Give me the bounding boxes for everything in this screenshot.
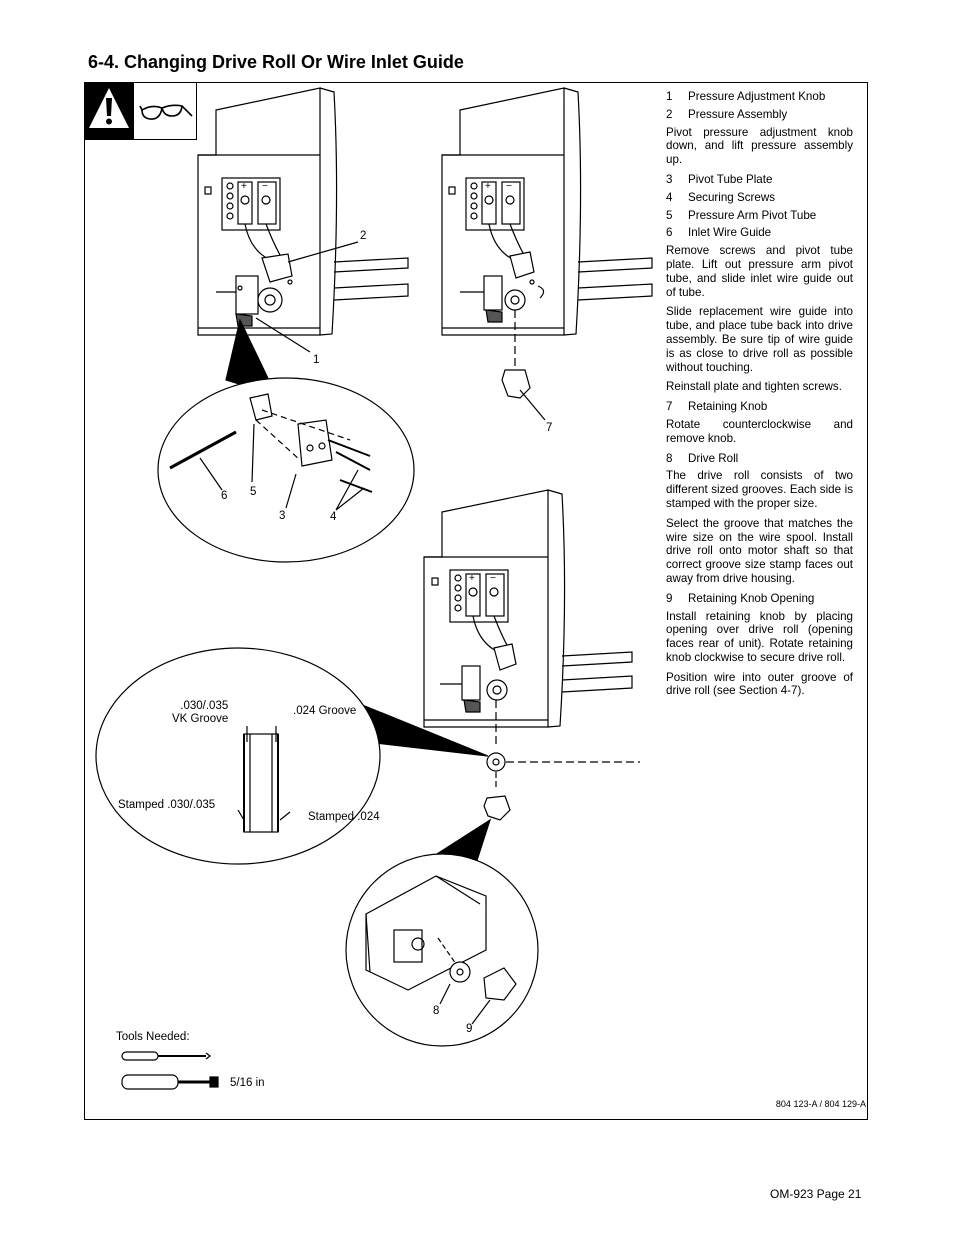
drawing-reference: 804 123-A / 804 129-A [775,1099,866,1109]
instruction-paragraph: Pivot pressure adjustment knob down, and… [666,125,853,167]
instruction-paragraph: Install retaining knob by placing openin… [666,609,853,664]
screwdriver-icon [121,1051,211,1061]
page-footer: OM-923 Page 21 [770,1187,862,1201]
callout-4: 4 [330,511,337,523]
callout-3: 3 [279,510,286,522]
section-title: 6-4. Changing Drive Roll Or Wire Inlet G… [88,52,464,72]
callout-2: 2 [360,230,367,242]
wrench-size-label: 5/16 in [230,1077,265,1089]
callout-7: 7 [546,422,553,434]
terminal-minus-1: − [262,181,268,192]
instruction-paragraph: Slide replacement wire guide into tube, … [666,305,853,374]
callout-8: 8 [433,1005,440,1017]
nut-driver-icon [121,1074,219,1090]
instruction-paragraph: Select the groove that matches the wire … [666,516,853,585]
vk-groove-label: .030/.035 VK Groove [172,700,229,725]
terminal-plus-3: + [469,573,475,584]
instruction-paragraph: The drive roll consists of two different… [666,469,853,510]
callout-6: 6 [221,490,228,502]
wire-feeder-unit-2 [441,87,653,336]
instruction-paragraph: Position wire into outer groove of drive… [666,670,853,698]
wire-feeder-unit-1 [197,87,409,336]
figure-frame [84,82,868,1120]
tools-heading: Tools Needed: [116,1031,190,1043]
terminal-minus-3: − [490,573,496,584]
callout-9: 9 [466,1023,473,1035]
terminal-minus-2: − [506,181,512,192]
wire-feeder-unit-3 [423,489,633,728]
stamped-024-label: Stamped .024 [308,811,380,823]
callout-1: 1 [313,354,320,366]
callout-5: 5 [250,486,257,498]
instruction-paragraph: Remove screws and pivot tube plate. Lift… [666,244,853,299]
terminal-plus-2: + [485,181,491,192]
stamped-030-label: Stamped .030/.035 [118,799,216,811]
terminal-plus-1: + [241,181,247,192]
safety-glasses-icon [139,104,193,120]
instruction-paragraph: Rotate counterclockwise and remove knob. [666,417,853,445]
safety-icon-box [84,82,197,140]
groove-024-label: .024 Groove [293,705,357,717]
warning-triangle-icon [84,82,193,139]
instruction-paragraph: Reinstall plate and tighten screws. [666,380,842,394]
